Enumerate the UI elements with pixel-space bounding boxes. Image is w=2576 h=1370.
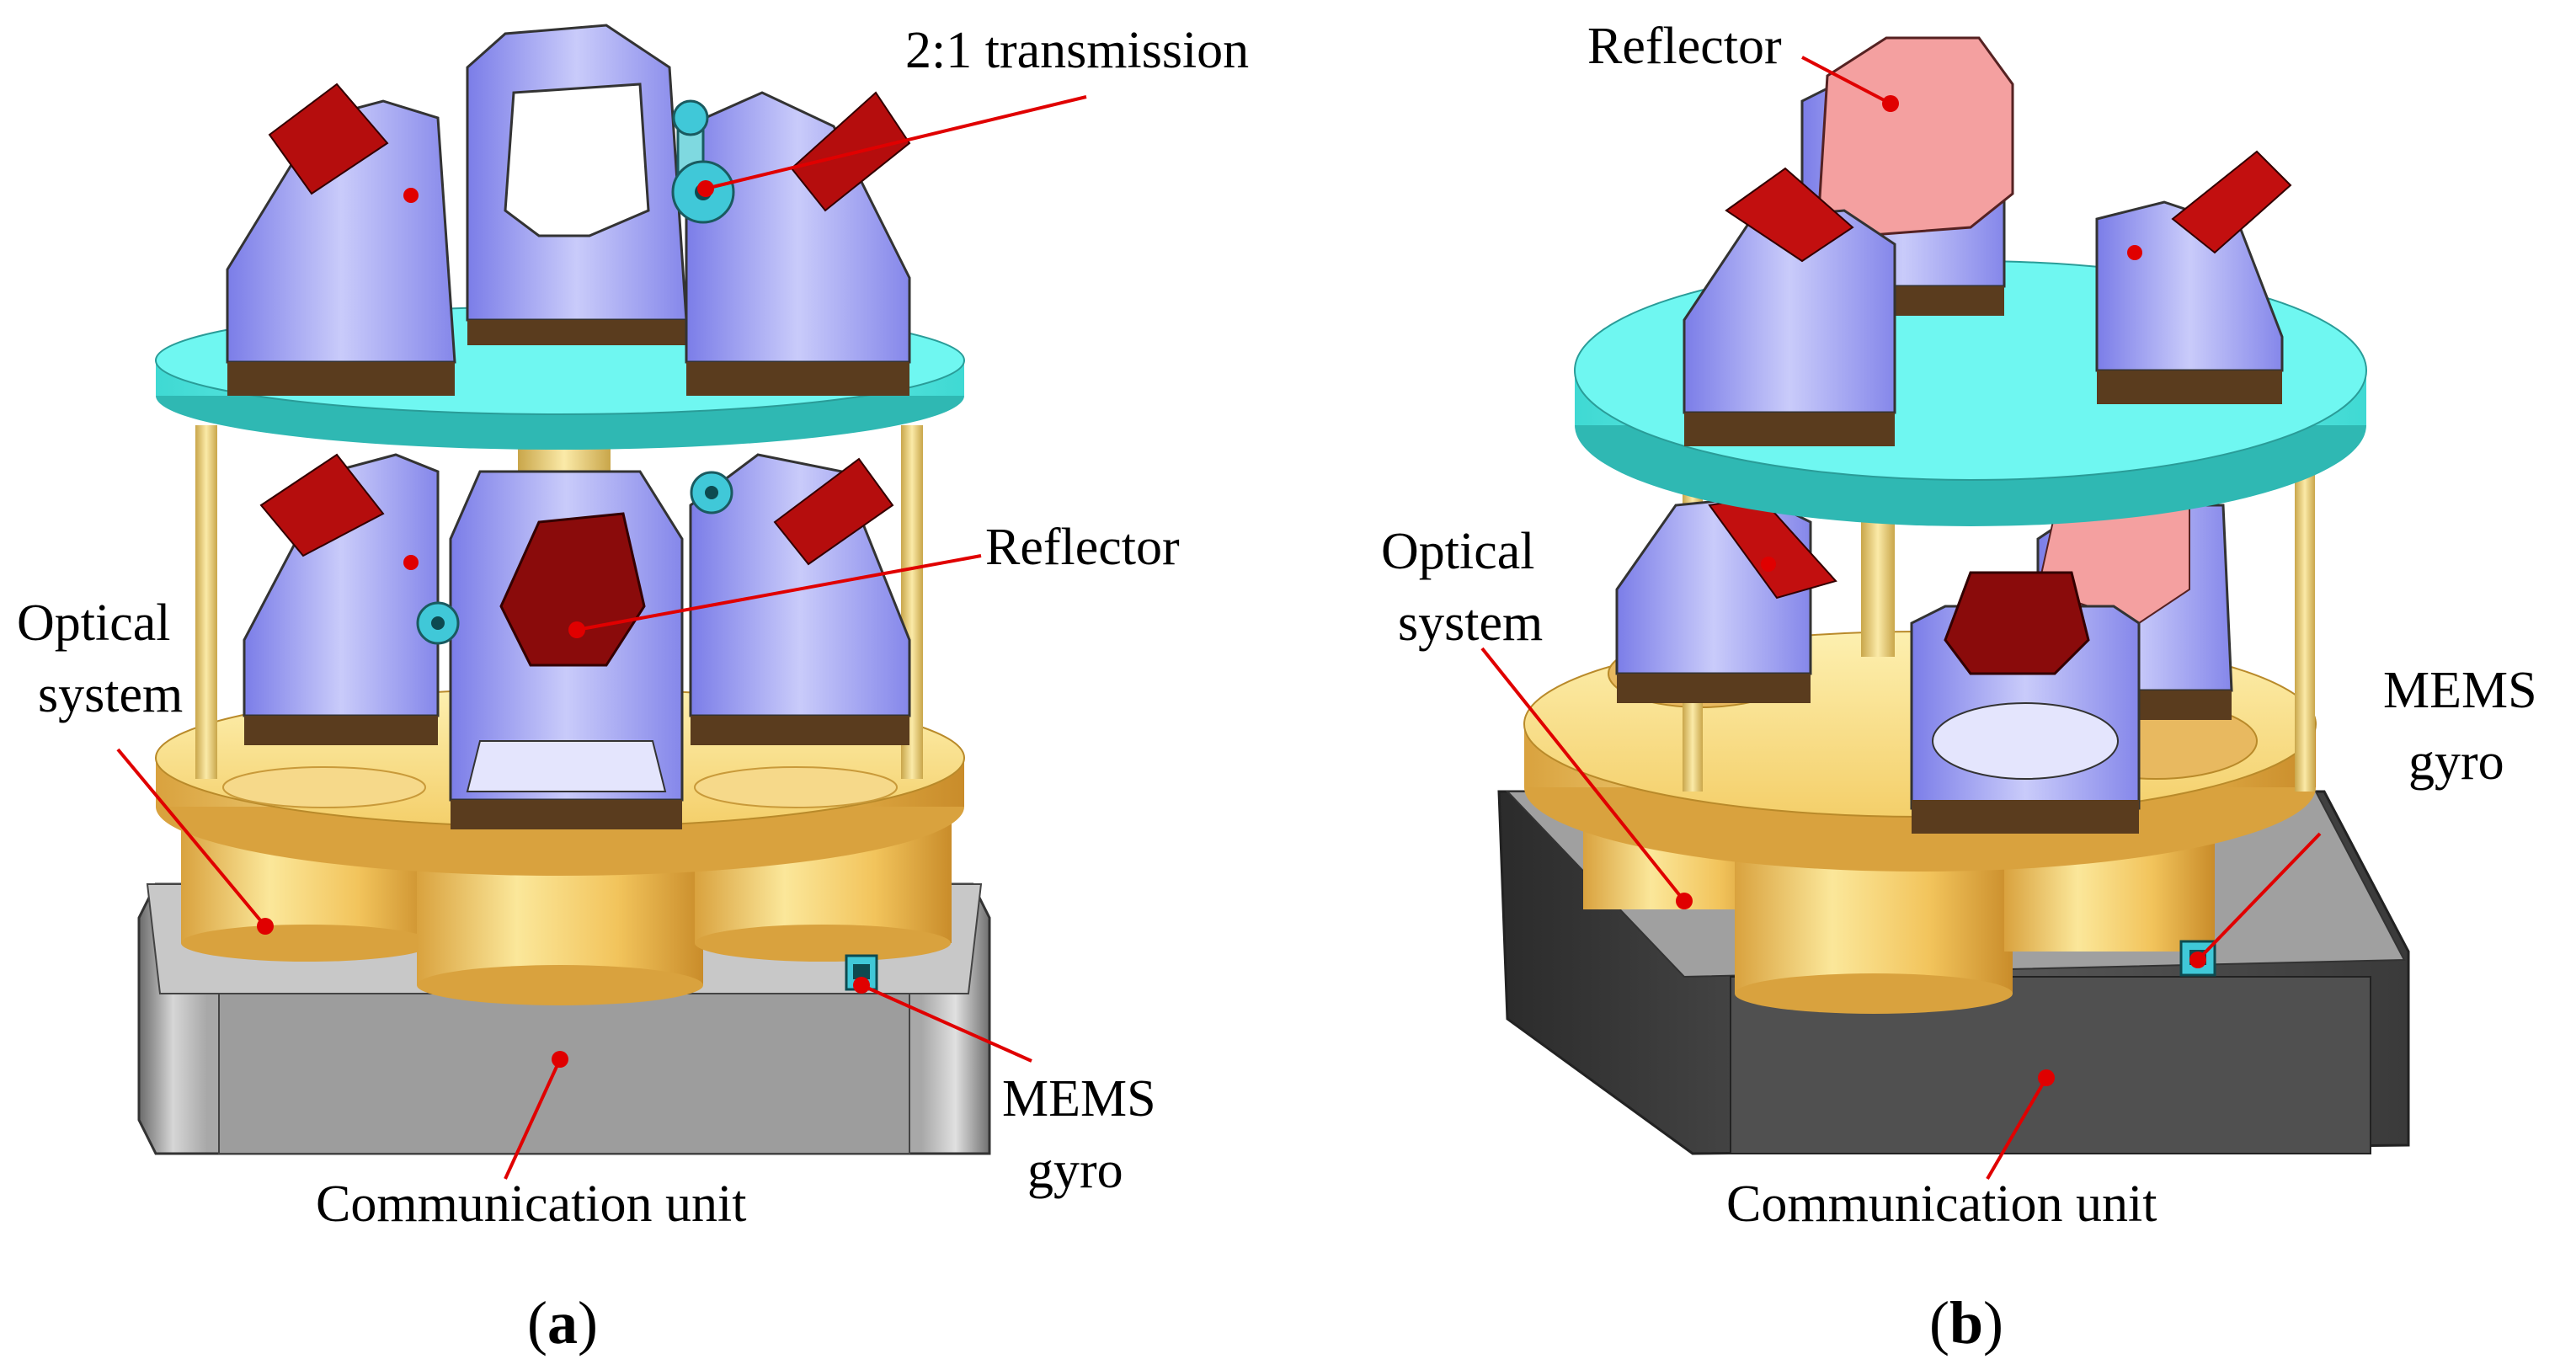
lower-mounts-a — [243, 453, 911, 829]
mount-b-lower-center — [1910, 571, 2141, 834]
label-transmission-a: 2:1 transmission — [905, 22, 1249, 79]
mount-a-lower-right — [689, 453, 911, 745]
leader-lines-b — [1480, 56, 2322, 1181]
label-mems-b-2: gyro — [2408, 733, 2504, 791]
panel-a — [116, 24, 1087, 1180]
mount-a-upper-back — [466, 24, 688, 345]
labels-b: Reflector Optical system MEMS gyro Commu… — [1381, 18, 2537, 1357]
label-optical-b-2: system — [1398, 594, 1543, 652]
labels-a: 2:1 transmission Reflector Optical syste… — [17, 22, 1249, 1357]
label-mems-a-2: gyro — [1027, 1142, 1123, 1199]
label-reflector-b: Reflector — [1587, 18, 1782, 75]
lower-mounts-b — [1615, 495, 2233, 834]
upper-mounts-b — [1683, 36, 2292, 446]
label-optical-b-1: Optical — [1381, 523, 1535, 580]
mount-a-upper-right — [685, 91, 911, 396]
caption-a: (a) — [527, 1289, 598, 1357]
caption-b: (b) — [1929, 1289, 2003, 1357]
label-communication-b: Communication unit — [1726, 1175, 2157, 1233]
label-optical-a-2: system — [38, 666, 183, 723]
panel-b — [1480, 36, 2410, 1181]
mount-b-upper-left — [1683, 167, 1896, 446]
upper-mounts-a — [226, 24, 911, 396]
mount-a-upper-left — [226, 83, 456, 396]
mount-a-lower-center — [416, 470, 684, 829]
mount-b-lower-left — [1615, 495, 1837, 703]
label-communication-a: Communication unit — [316, 1175, 746, 1233]
label-mems-b-1: MEMS — [2383, 662, 2537, 719]
label-reflector-a: Reflector — [985, 519, 1180, 576]
mount-b-upper-right — [2095, 150, 2292, 404]
mount-a-lower-left — [243, 453, 440, 745]
label-mems-a-1: MEMS — [1002, 1070, 1156, 1127]
leader-lines-a — [116, 95, 1087, 1180]
label-optical-a-1: Optical — [17, 594, 171, 652]
